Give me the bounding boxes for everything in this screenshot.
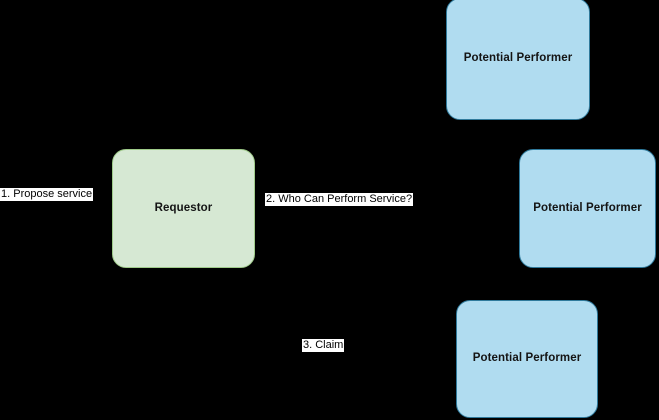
node-requestor[interactable]: Requestor (112, 149, 255, 268)
node-potential-performer-top-label: Potential Performer (463, 52, 573, 65)
edge-label-who-can-perform-service: 2. Who Can Perform Service? (265, 193, 414, 206)
node-potential-performer-bottom[interactable]: Potential Performer (456, 300, 598, 418)
edge-label-claim: 3. Claim (302, 339, 345, 352)
node-potential-performer-top[interactable]: Potential Performer (446, 0, 590, 120)
node-potential-performer-middle-label: Potential Performer (533, 201, 642, 214)
node-potential-performer-middle[interactable]: Potential Performer (519, 149, 656, 268)
node-potential-performer-bottom-label: Potential Performer (472, 352, 582, 365)
edge-label-propose-service: 1. Propose service (0, 188, 94, 201)
node-requestor-label: Requestor (154, 201, 213, 214)
